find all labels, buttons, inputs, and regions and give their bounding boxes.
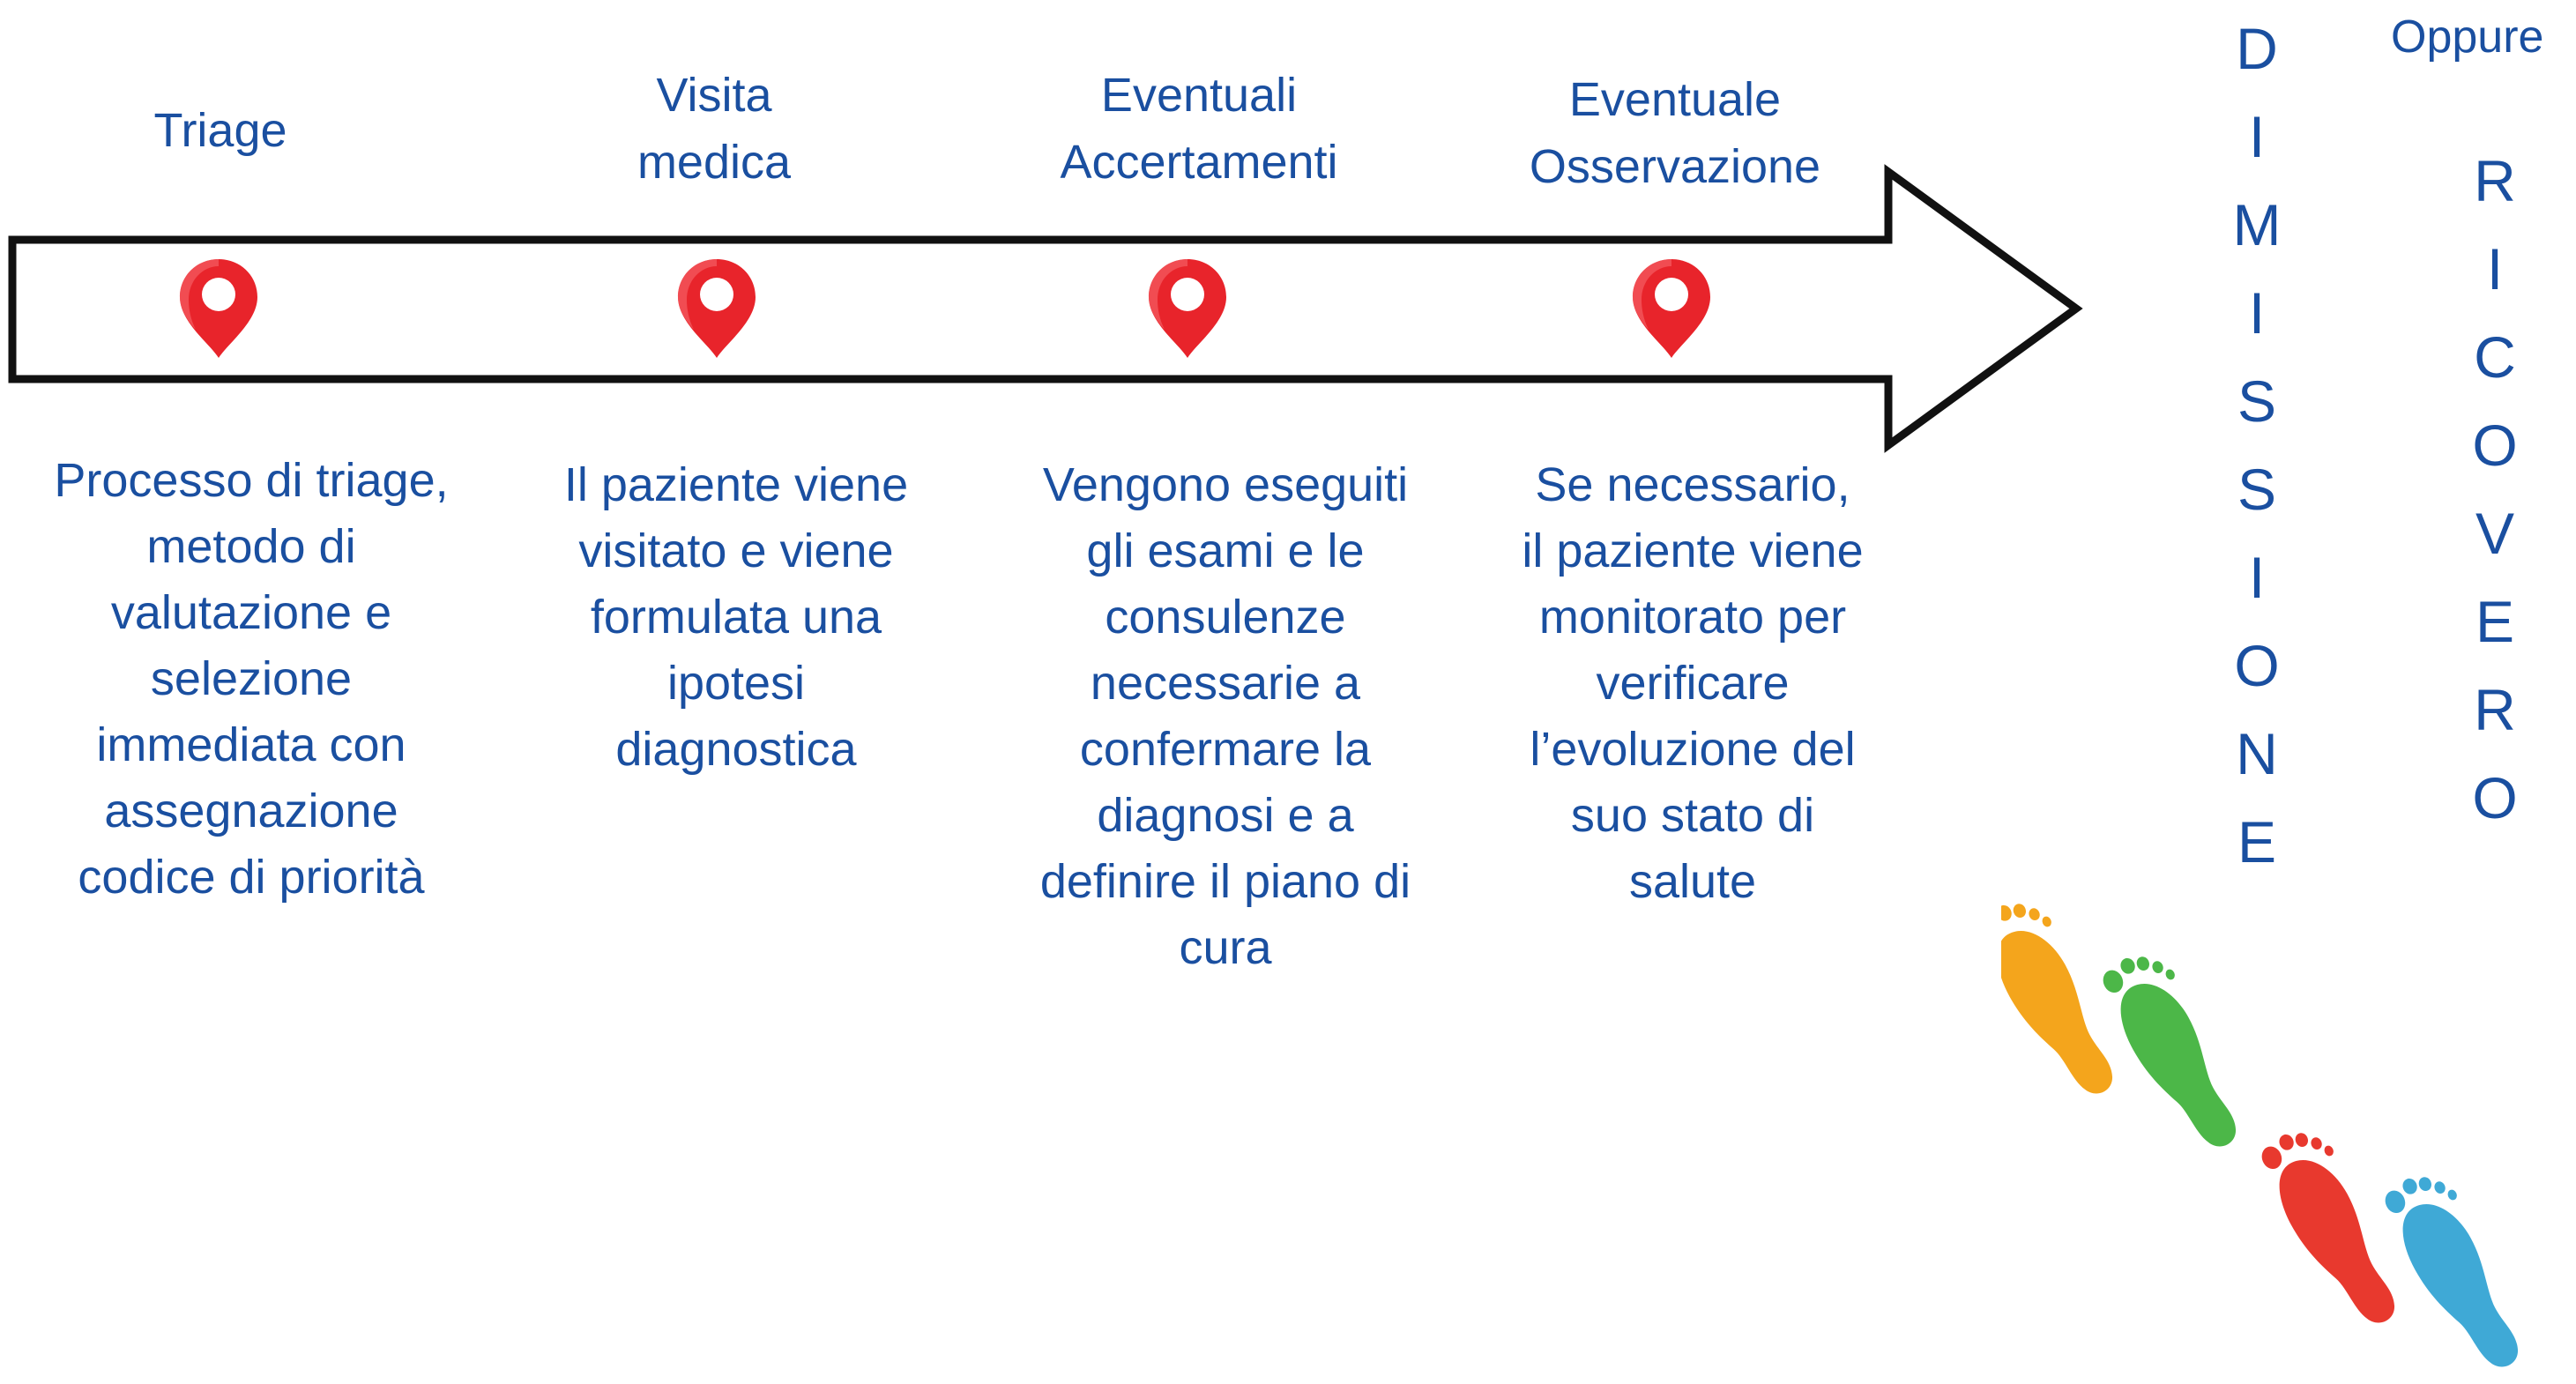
letter: S xyxy=(2237,368,2277,434)
letter: I xyxy=(2248,104,2266,169)
letter: I xyxy=(2486,236,2504,301)
letter: V xyxy=(2475,501,2515,566)
letter: C xyxy=(2474,324,2516,390)
oppure-label: Oppure xyxy=(2391,11,2544,63)
letter: O xyxy=(2472,765,2518,830)
step-description-osservazione: Se necessario, il paziente viene monitor… xyxy=(1522,458,1864,908)
location-pin-icon xyxy=(180,259,257,358)
letter: S xyxy=(2237,457,2277,522)
footprint-red xyxy=(2256,1120,2401,1342)
letter: I xyxy=(2248,280,2266,346)
footprint-blue xyxy=(2379,1164,2524,1384)
location-pin-icon xyxy=(1633,259,1710,358)
step-title-osservazione: Eventuale Osservazione xyxy=(1529,73,1821,193)
letter: N xyxy=(2236,721,2278,786)
letter: O xyxy=(2234,633,2280,698)
step-description-triage: Processo di triage, metodo di valutazion… xyxy=(54,454,449,904)
step-title-accertamenti: Eventuali Accertamenti xyxy=(1060,69,1338,189)
letter: I xyxy=(2248,545,2266,610)
letter: R xyxy=(2474,148,2516,213)
outcome-ricovero: R I C O V E R O xyxy=(2464,137,2526,842)
letter: O xyxy=(2472,413,2518,478)
letter: M xyxy=(2232,192,2282,257)
location-pin-icon xyxy=(1149,259,1226,358)
letter: E xyxy=(2475,589,2515,654)
letter: E xyxy=(2237,809,2277,874)
footprint-orange xyxy=(2001,890,2118,1112)
location-pin-icon xyxy=(678,259,756,358)
step-description-accertamenti: Vengono eseguiti gli esami e le consulen… xyxy=(1039,458,1411,974)
letter: R xyxy=(2474,677,2516,742)
letter: D xyxy=(2236,16,2278,81)
footprints-icon xyxy=(2001,890,2524,1384)
step-title-visita-medica: Visita medica xyxy=(637,69,792,189)
outcome-dimissione: D I M I S S I O N E xyxy=(2226,4,2288,886)
step-title-triage: Triage xyxy=(153,104,287,157)
footprint-green xyxy=(2097,943,2242,1165)
step-description-visita-medica: Il paziente viene visitato e viene formu… xyxy=(563,458,909,776)
